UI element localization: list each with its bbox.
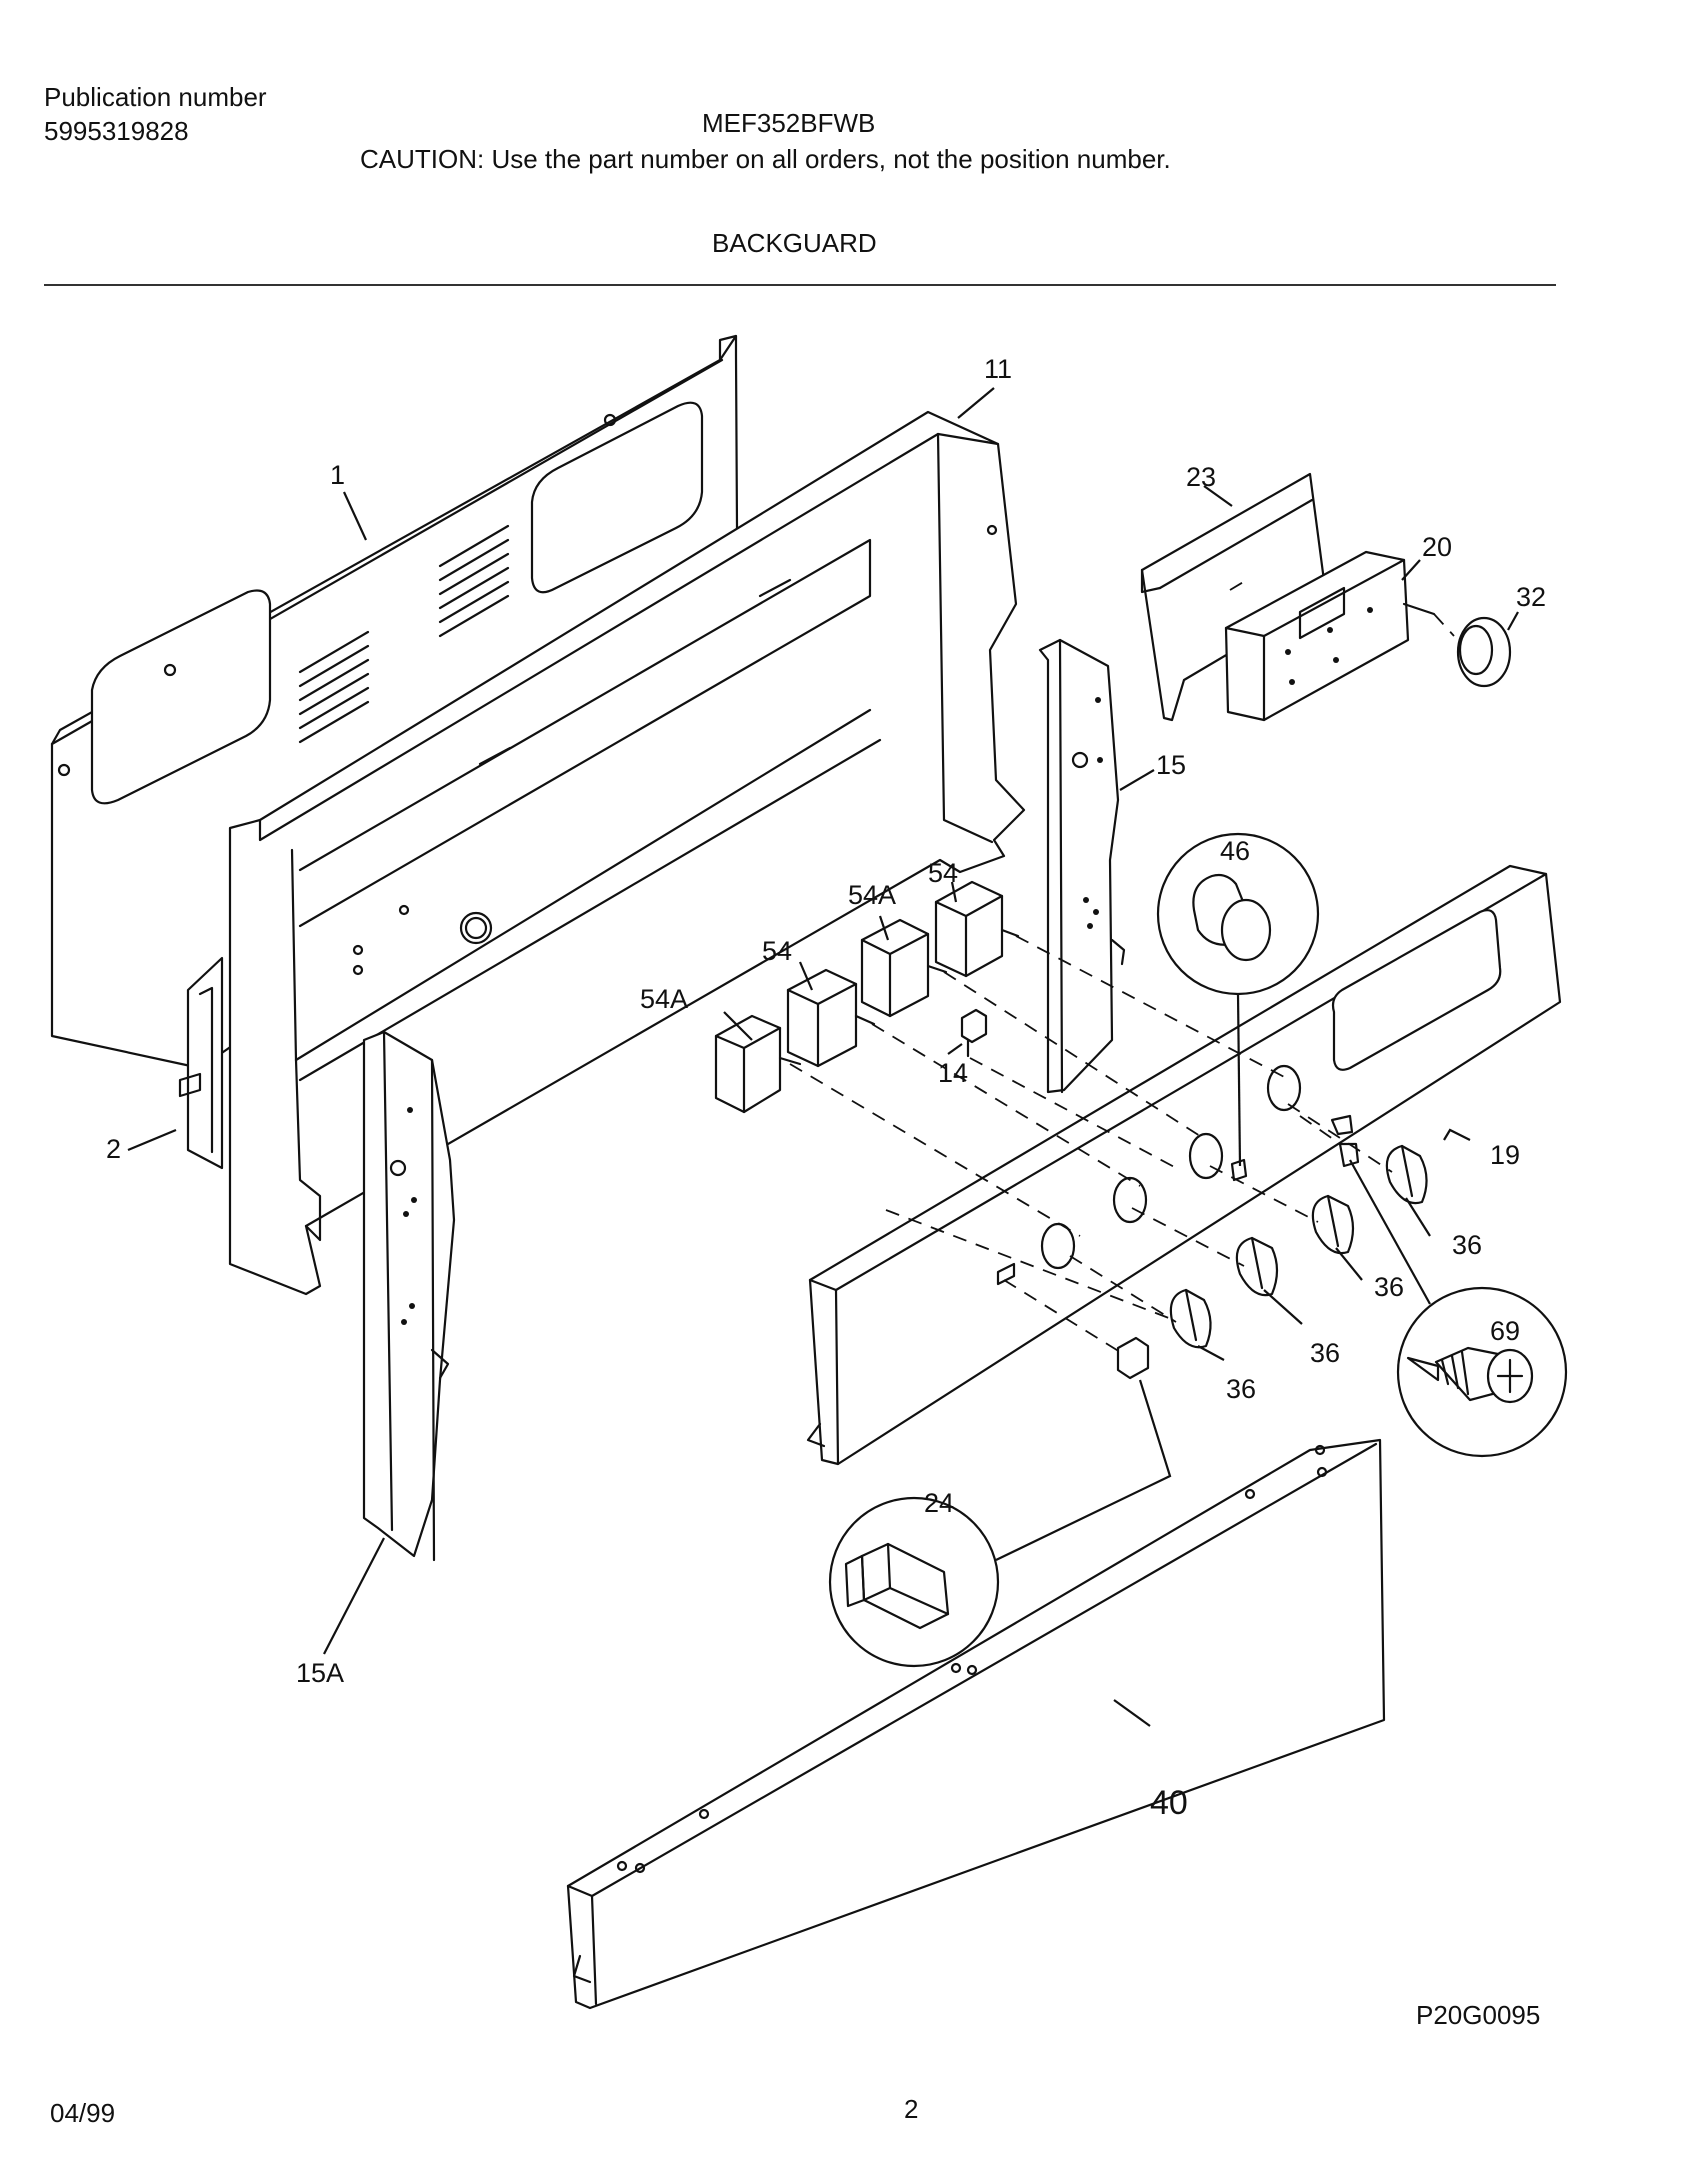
part-36-knob-3 [1311, 1194, 1355, 1255]
caution-note: CAUTION: Use the part number on all orde… [360, 144, 1171, 174]
callout-69: 69 [1490, 1316, 1521, 1346]
callout-54-upper: 54 [928, 858, 959, 888]
callout-1: 1 [330, 460, 346, 490]
diagram-code: P20G0095 [1416, 2000, 1541, 2030]
callout-36-b: 36 [1374, 1272, 1405, 1302]
callout-2: 2 [106, 1134, 122, 1164]
model-number: MEF352BFWB [702, 108, 876, 138]
callout-15: 15 [1156, 750, 1187, 780]
part-36-knob-2 [1235, 1236, 1279, 1297]
callout-leaders [127, 387, 1519, 1727]
part-1-rear-panel [50, 334, 740, 1070]
callout-54a-upper: 54A [848, 880, 897, 910]
callout-15a: 15A [296, 1658, 345, 1688]
callout-24: 24 [924, 1488, 955, 1518]
part-20-clock-control [1224, 550, 1436, 722]
part-54a-switch-upper [860, 918, 948, 1018]
part-2-bracket [178, 956, 224, 1170]
callout-36-d: 36 [1226, 1374, 1257, 1404]
part-15a-end-cap [362, 1030, 456, 1562]
detail-circle-24 [828, 1379, 1172, 1668]
callout-36-c: 36 [1310, 1338, 1341, 1368]
callout-32: 32 [1516, 582, 1547, 612]
part-54a-switch-lower [714, 1014, 802, 1114]
callout-40: 40 [1150, 1784, 1188, 1822]
detail-circle-46 [1156, 832, 1320, 1182]
callout-23: 23 [1186, 462, 1217, 492]
part-54-switch-lower [786, 968, 876, 1068]
footer-date: 04/99 [50, 2098, 116, 2128]
part-23-clock-bracket [1140, 472, 1328, 722]
callout-19: 19 [1490, 1140, 1521, 1170]
part-14-indicator-light [960, 1008, 988, 1058]
callout-14: 14 [938, 1058, 969, 1088]
callout-54-lower: 54 [762, 936, 793, 966]
part-40-lower-trim [566, 1438, 1386, 2010]
part-54-switch-upper [934, 880, 1020, 978]
publication-label: Publication number [44, 82, 267, 112]
publication-number: 5995319828 [44, 116, 189, 146]
part-36-knob-4 [1385, 1144, 1428, 1205]
part-19-control-panel [806, 864, 1562, 1466]
callout-46: 46 [1220, 836, 1251, 866]
section-title: BACKGUARD [712, 228, 877, 258]
callout-11: 11 [984, 354, 1013, 384]
page-number: 2 [904, 2094, 919, 2124]
part-24-switch-small [1116, 1336, 1150, 1380]
callout-20: 20 [1422, 532, 1453, 562]
part-36-knob-1 [1169, 1288, 1212, 1349]
header-divider [44, 284, 1556, 286]
alignment-lines [789, 577, 1393, 1353]
detail-circle-69 [1330, 1114, 1568, 1458]
callout-36-a: 36 [1452, 1230, 1483, 1260]
part-32-clock-knob [1433, 613, 1512, 688]
part-15-end-cap [1038, 638, 1126, 1094]
callout-54a-lower: 54A [640, 984, 689, 1014]
